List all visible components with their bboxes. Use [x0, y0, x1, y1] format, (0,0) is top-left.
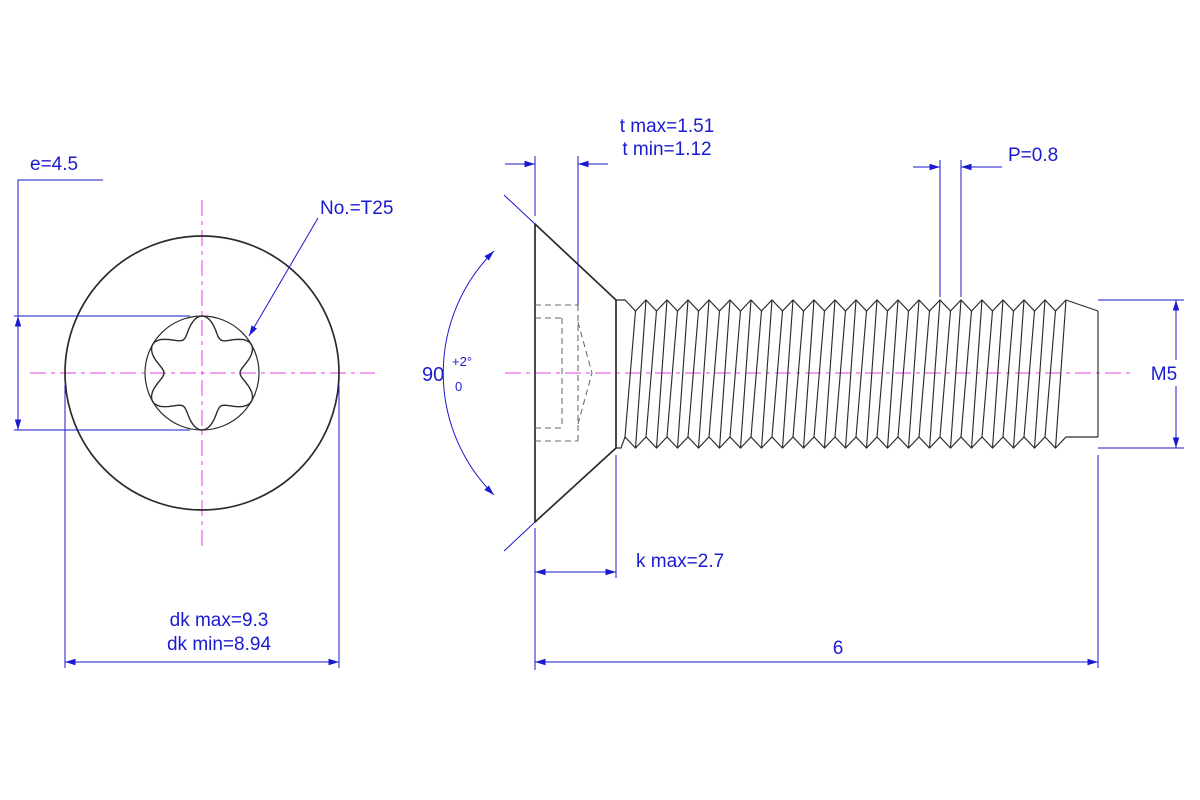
length-label: 6: [833, 638, 844, 659]
k-dimension: [534, 455, 617, 670]
dk-dimension: [64, 385, 340, 668]
front-view: [64, 235, 340, 511]
pitch-label: P=0.8: [1008, 145, 1058, 166]
drive-leader: [248, 217, 319, 337]
e-dimension-label: e=4.5: [30, 154, 78, 175]
angle-dimension: [442, 194, 536, 552]
screw-head-outline: [534, 223, 617, 523]
side-view: [534, 223, 1099, 523]
t-min-label: t min=1.12: [622, 139, 711, 160]
k-max-label: k max=2.7: [636, 551, 724, 572]
label-backing: [1141, 360, 1189, 386]
t-max-label: t max=1.51: [620, 116, 715, 137]
centerlines: [30, 200, 1135, 548]
thread-bottom-profile: [616, 435, 1098, 449]
dk-min-label: dk min=8.94: [167, 634, 271, 655]
angle-lower-tolerance: 0: [455, 379, 462, 394]
drive-type-label: No.=T25: [320, 198, 393, 219]
pitch-dimension: [913, 160, 1002, 297]
e-dimension: [14, 179, 190, 431]
dimension-labels: e=4.5 No.=T25 dk max=9.3 dk min=8.94 t m…: [30, 116, 1177, 659]
angle-upper-tolerance: +2°: [452, 354, 472, 369]
thread-flank-lines: [624, 299, 1067, 449]
dk-max-label: dk max=9.3: [170, 610, 269, 631]
thread-spec-label: M5: [1151, 364, 1177, 385]
torx-star-recess: [150, 315, 254, 431]
head-outer-circle: [64, 235, 340, 511]
m5-dimension: [1098, 299, 1189, 449]
angle-value-label: 90: [422, 364, 444, 386]
t-dimension: [505, 156, 608, 305]
length-dimension: [535, 455, 1099, 668]
torx-recess-hidden-lines: [535, 304, 593, 442]
dimensions: [14, 156, 1189, 670]
